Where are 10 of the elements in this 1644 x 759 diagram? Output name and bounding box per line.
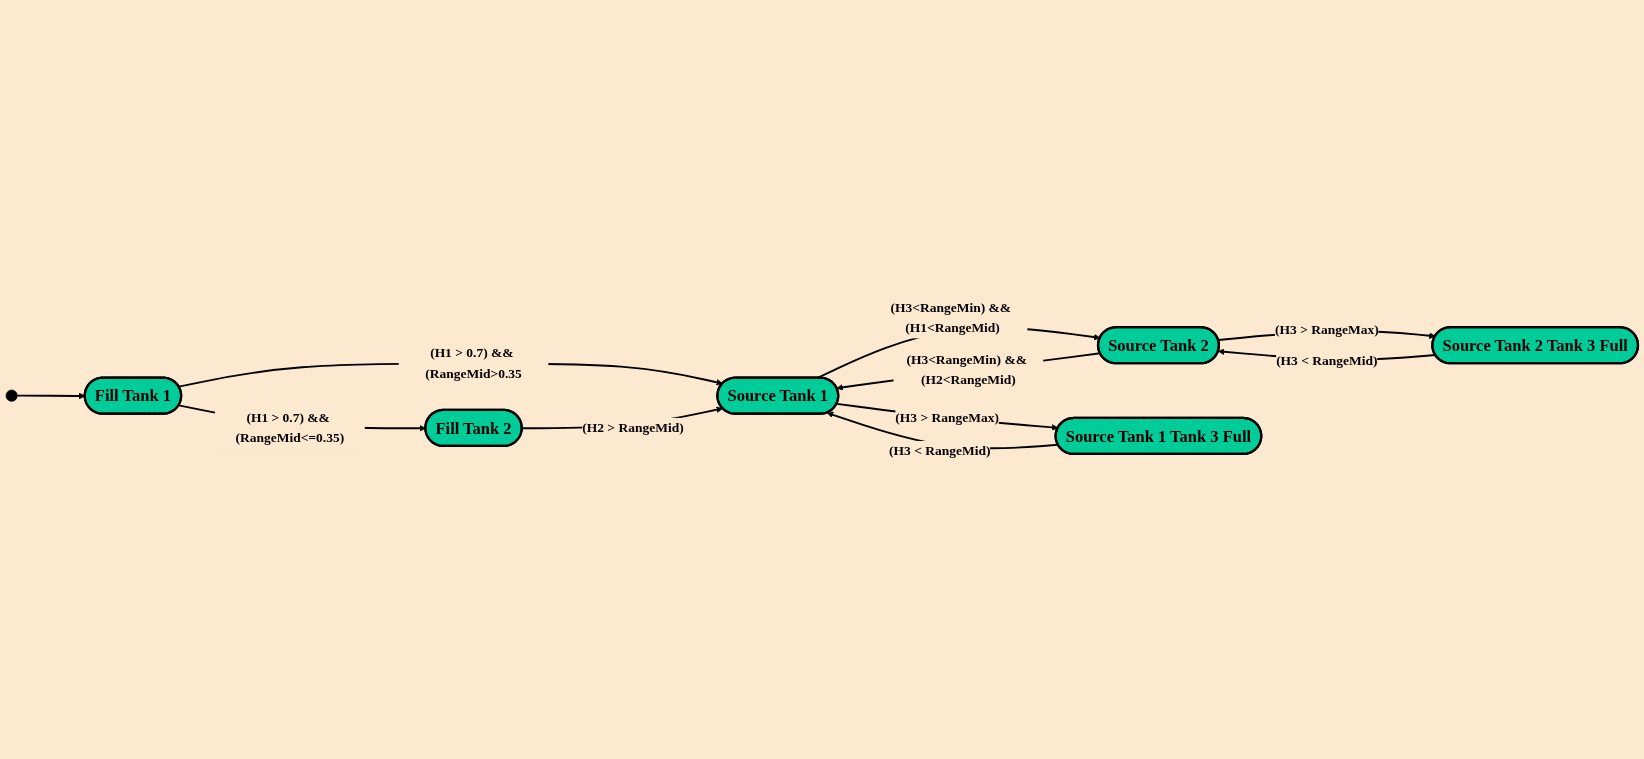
node-circle [5, 389, 18, 402]
edge-label: (H2 > RangeMid) [582, 419, 684, 435]
edge-label: (H3 < RangeMid) [1276, 353, 1378, 369]
edge-label: (H3 < RangeMid) [889, 443, 991, 459]
edge-label: (H3 > RangeMax) [1275, 321, 1379, 337]
edge-label: (H3<RangeMin) && (H1<RangeMid) [890, 300, 1012, 336]
edge-label: (H1 > 0.7) && (RangeMid<=0.35) [235, 409, 345, 446]
edge-label: (H1 > 0.7) && (RangeMid>0.35 [425, 345, 522, 381]
edge-label: (H3<RangeMin) && (H2<RangeMid) [906, 352, 1027, 388]
edge-label: (H3 > RangeMax) [895, 410, 999, 426]
